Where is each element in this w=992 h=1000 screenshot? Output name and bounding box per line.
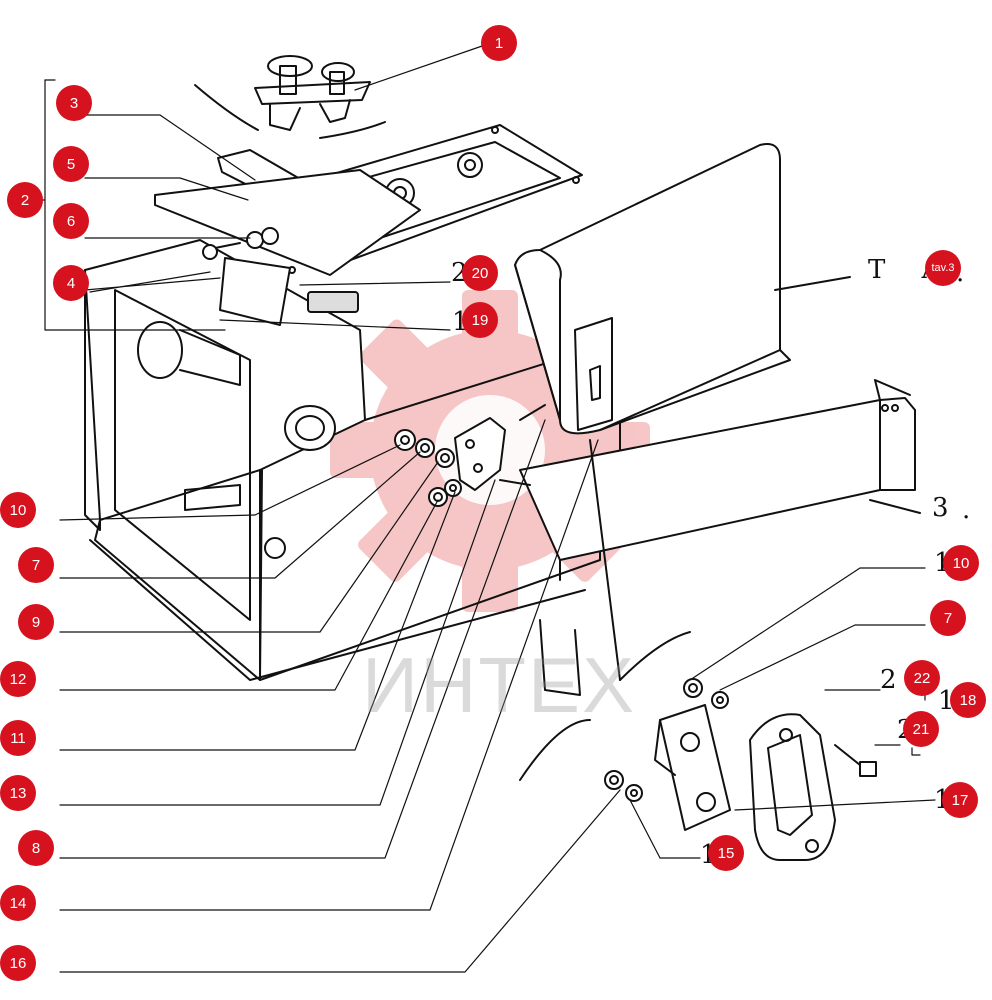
callout-15[interactable]: 15	[708, 835, 744, 871]
callout-3[interactable]: 3	[56, 85, 92, 121]
label-frag-3: 3	[932, 493, 949, 523]
long-beam-icon	[519, 379, 921, 581]
watermark-text: ИНТЕХ	[362, 641, 637, 729]
callout-21[interactable]: 21	[903, 711, 939, 747]
callout-17[interactable]: 17	[942, 782, 978, 818]
callout-tav3[interactable]: tav.3	[925, 250, 961, 286]
callout-19[interactable]: 19	[462, 302, 498, 338]
label-frag-3-dot: .	[962, 495, 971, 525]
main-frame-icon	[84, 239, 621, 696]
knob-assembly-icon	[194, 55, 386, 139]
callout-13[interactable]: 13	[0, 775, 36, 811]
handle-bracket-icon	[519, 678, 877, 861]
callout-10-right[interactable]: 10	[943, 545, 979, 581]
l-bracket-icon	[394, 404, 546, 507]
callout-20[interactable]: 20	[462, 255, 498, 291]
callout-11[interactable]: 11	[0, 720, 36, 756]
lower-plate-icon	[154, 169, 421, 276]
callout-9[interactable]: 9	[18, 604, 54, 640]
callout-6[interactable]: 6	[53, 203, 89, 239]
callout-18[interactable]: 18	[950, 682, 986, 718]
callout-8[interactable]: 8	[18, 830, 54, 866]
callout-14[interactable]: 14	[0, 885, 36, 921]
callout-22[interactable]: 22	[904, 660, 940, 696]
label-frag-2-a: 2	[880, 665, 897, 695]
callout-7-left[interactable]: 7	[18, 547, 54, 583]
callout-1[interactable]: 1	[481, 25, 517, 61]
callout-10-left[interactable]: 10	[0, 492, 36, 528]
callout-5[interactable]: 5	[53, 146, 89, 182]
callout-2[interactable]: 2	[7, 182, 43, 218]
callout-7-right[interactable]: 7	[930, 600, 966, 636]
callout-4[interactable]: 4	[53, 265, 89, 301]
callout-16[interactable]: 16	[0, 945, 36, 981]
side-panel-icon	[514, 143, 851, 681]
callout-12[interactable]: 12	[0, 661, 36, 697]
bolt-washers-icon	[202, 227, 359, 326]
